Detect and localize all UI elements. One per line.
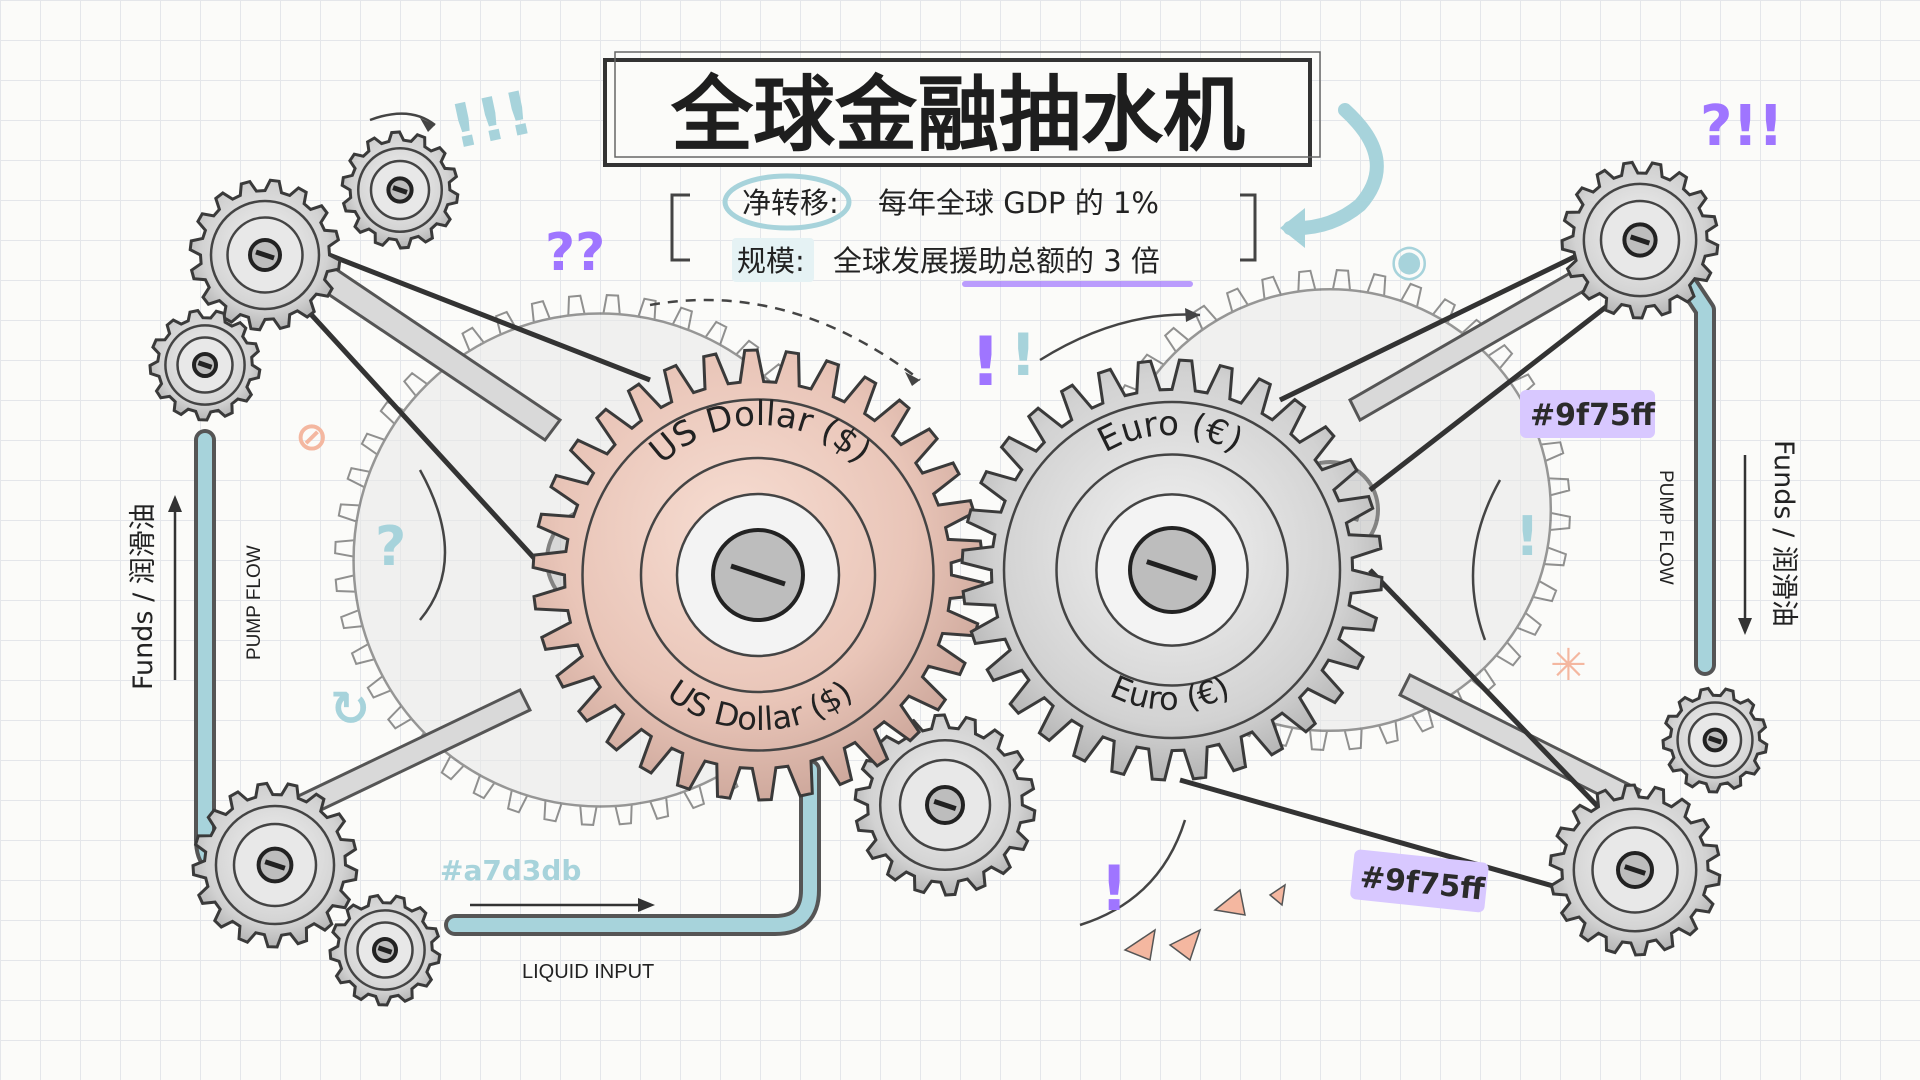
liquid-input-label: LIQUID INPUT — [522, 961, 654, 983]
subtitle-2-value: 全球发展援助总额的 3 倍 — [833, 244, 1160, 278]
gear-icon — [148, 308, 262, 422]
right-pump-label: PUMP FLOW — [1655, 470, 1676, 585]
gear-icon — [191, 781, 359, 949]
exclamation-icon: ! — [1100, 852, 1128, 925]
subtitle-2-label: 规模: — [737, 244, 805, 278]
belt — [1179, 777, 1621, 908]
burst-icon: ✳ — [1550, 640, 1587, 691]
piston-rod — [1397, 672, 1643, 813]
eye-icon: ◉ — [1390, 235, 1428, 286]
title-box — [603, 51, 1321, 167]
question-icon: ? — [375, 515, 406, 578]
no-entry-icon: ⊘ — [295, 414, 329, 460]
rotation-arrow — [1039, 313, 1201, 362]
page-title: 全球金融抽水机 — [670, 68, 1245, 163]
left-flow-label: Funds / 润滑油 — [128, 503, 159, 690]
right-flow-label: Funds / 润滑油 — [1768, 440, 1799, 627]
hex-tag-purple: #9f75ff — [1530, 398, 1656, 433]
exclamation-icon: ! — [1515, 505, 1540, 568]
gear-icon — [340, 130, 460, 250]
highlight-ring — [722, 173, 852, 231]
refresh-icon: ↻ — [330, 681, 370, 737]
gear-icon — [1560, 160, 1720, 320]
left-pump-label: PUMP FLOW — [244, 545, 265, 660]
eur-gear — [960, 358, 1384, 782]
belt — [1368, 568, 1632, 842]
rotation-arrow — [418, 469, 447, 621]
hex-tag-blue: #a7d3db — [440, 854, 581, 887]
subtitle-1-label: 净转移: — [742, 186, 839, 220]
rotation-arrow — [649, 298, 921, 381]
rotation-arrow — [1079, 819, 1187, 927]
belt — [273, 273, 547, 572]
rotation-arrow — [1471, 479, 1502, 641]
question-icon: ?!! — [1700, 94, 1784, 159]
curved-arrow-icon — [1283, 103, 1384, 236]
question-icon: ?? — [545, 223, 605, 283]
usd-gear — [531, 348, 985, 802]
exclamation-icon: !!! — [444, 78, 539, 164]
rotation-arrow — [369, 112, 436, 126]
gear-icon — [328, 893, 442, 1007]
gear-icon — [1661, 686, 1769, 794]
gear-icon — [1548, 783, 1722, 957]
gear-icon — [188, 178, 342, 332]
subtitle-1-value: 每年全球 GDP 的 1% — [878, 186, 1159, 220]
gear-icon — [853, 713, 1037, 897]
exclamation-icon: ! — [970, 323, 1001, 402]
exclamation-icon: ! — [1010, 321, 1036, 389]
